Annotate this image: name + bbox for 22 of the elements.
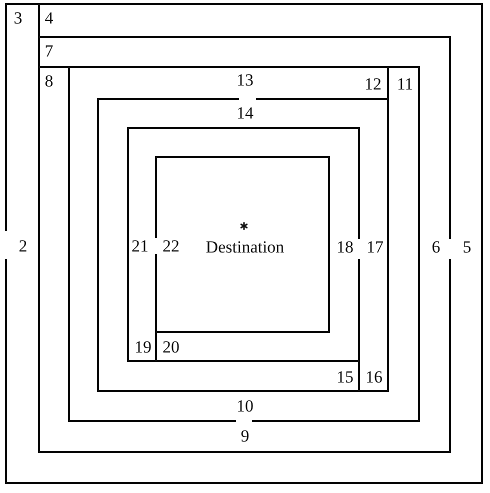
cell-number: 17 [366,238,384,256]
cell-number: 2 [18,238,28,254]
cell-number: 14 [236,104,254,122]
cell-number: 8 [44,72,54,90]
cell-number: 19 [134,338,152,356]
cell-number: 4 [44,10,54,26]
cell-number: 13 [236,72,254,88]
cell-number: 10 [236,398,254,414]
cell-number: 16 [366,368,382,386]
cell-number: 7 [44,42,54,60]
cell-number: 21 [132,238,148,254]
cell-number: 3 [14,10,22,26]
destination-label: Destination [206,238,284,256]
cell-number: 12 [364,76,382,92]
cell-number: 20 [162,338,180,356]
cell-number: 11 [396,76,414,92]
cell-number: 5 [462,238,472,256]
cell-number: 6 [432,238,440,256]
cell-number: 22 [162,238,180,254]
cell-number: 18 [336,238,354,256]
cell-number: 9 [240,428,250,444]
cell-number: 15 [336,368,354,386]
